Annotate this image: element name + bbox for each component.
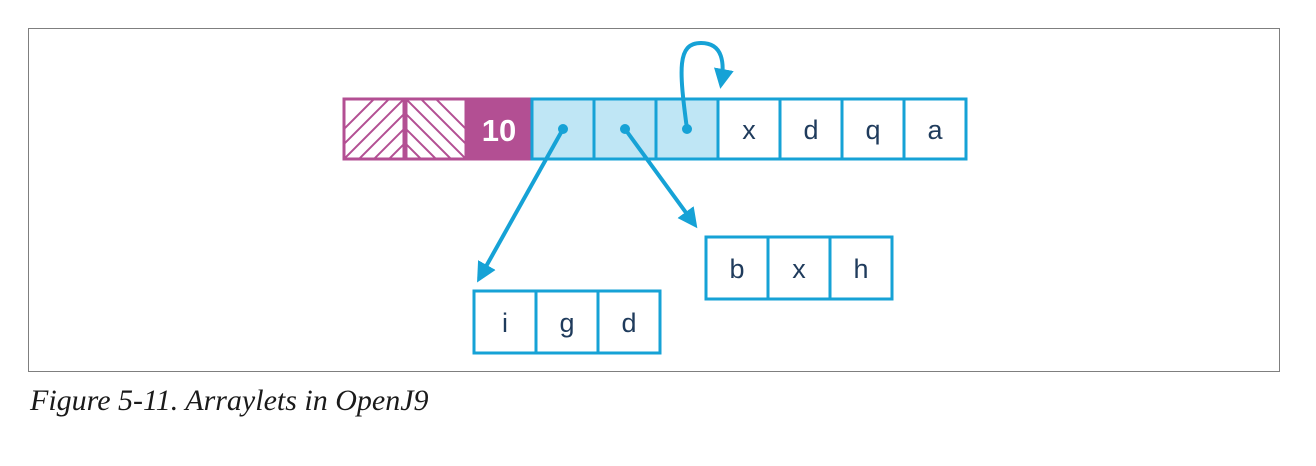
arraylet-cell: [828, 235, 894, 301]
pointer-arrow-left: [477, 128, 565, 283]
pointer-arrow-self: [679, 40, 734, 130]
cell-value: i: [502, 308, 508, 338]
arraylet-cell: [704, 235, 770, 301]
inline-data-cell: d: [778, 97, 844, 161]
arraylet-cell: [472, 289, 538, 355]
cell-value: g: [559, 308, 574, 338]
arraylet-right: b x h: [704, 235, 894, 301]
arraylet-diagram: 10 x d q a: [342, 40, 968, 355]
cell-value: b: [729, 254, 744, 284]
arraylet-left: i g d: [472, 289, 662, 355]
figure-caption: Figure 5-11. Arraylets in OpenJ9: [30, 384, 429, 417]
inline-data-cell: x: [716, 97, 782, 161]
figure-frame: 10 x d q a: [28, 28, 1280, 372]
cell-value: x: [792, 254, 806, 284]
cell-value: d: [621, 308, 636, 338]
length-header-cell: 10: [466, 97, 532, 161]
pointer-arrow-right: [623, 127, 698, 229]
inline-data-cell: q: [840, 97, 906, 161]
cell-value: a: [927, 115, 943, 145]
array-length-value: 10: [482, 113, 516, 148]
header-hatched-cell: [342, 97, 406, 161]
cell-value: x: [742, 115, 756, 145]
cell-value: h: [853, 254, 868, 284]
cell-value: d: [803, 115, 818, 145]
inline-data-cell: a: [902, 97, 968, 161]
header-hatched-cell: [404, 97, 468, 161]
arraylet-cell: [596, 289, 662, 355]
cell-value: q: [865, 115, 880, 145]
